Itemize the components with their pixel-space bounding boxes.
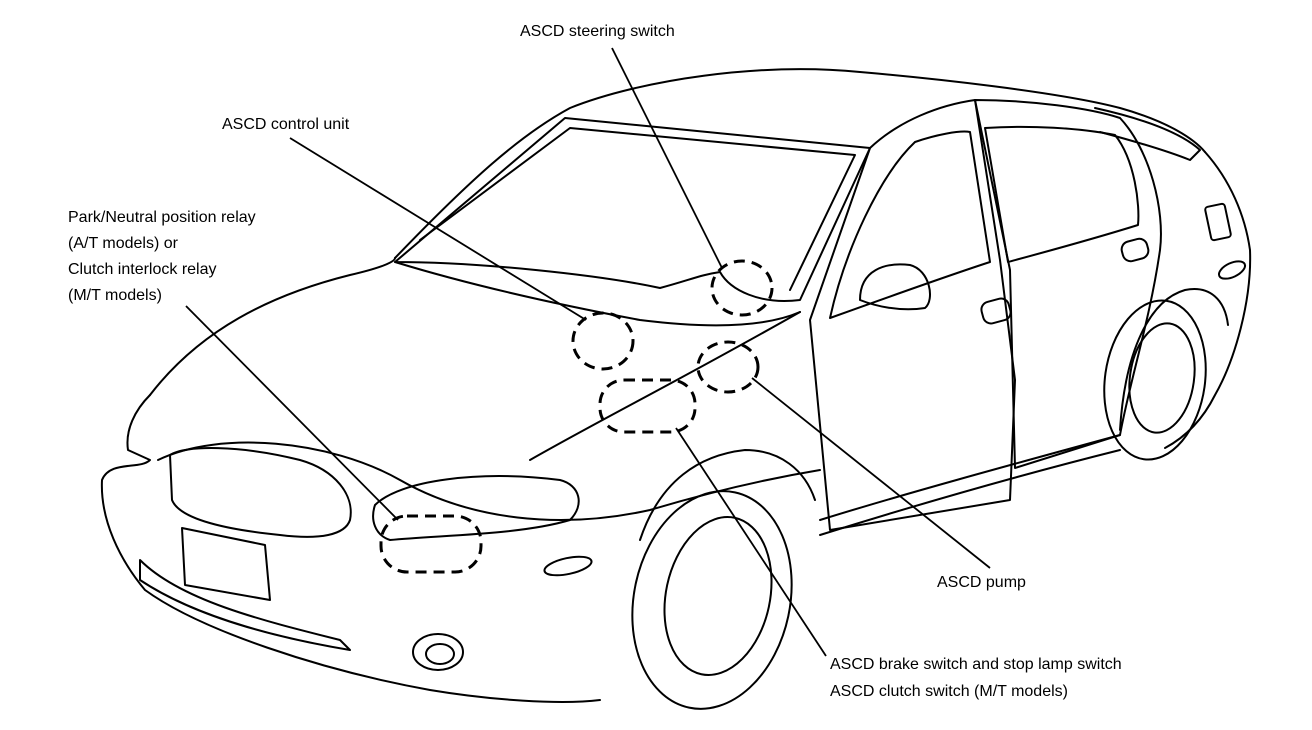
front-window — [829, 130, 991, 319]
steering-switch-leader — [611, 47, 723, 269]
license-plate — [181, 527, 271, 601]
pump-marker — [696, 340, 760, 394]
fuel-flap — [1204, 202, 1232, 242]
relay-leader — [185, 305, 399, 521]
label-relay-line-1: Park/Neutral position relay — [68, 209, 256, 226]
windshield-inner — [419, 127, 856, 291]
rear-rim — [1128, 322, 1196, 434]
front-wheel-arch — [639, 449, 816, 541]
front-door — [809, 99, 1016, 531]
control-unit-marker — [571, 311, 635, 371]
car-illustration — [100, 68, 1252, 710]
brake-switch-marker — [598, 378, 697, 434]
fog-lamp-inner — [425, 643, 455, 665]
rear-door — [974, 99, 1162, 469]
label-pump: ASCD pump — [937, 574, 1026, 591]
component-labels: ASCD steering switch ASCD control unit P… — [68, 23, 1122, 700]
front-door-handle — [980, 297, 1012, 325]
fog-lamp — [412, 633, 464, 671]
fender-crease — [529, 311, 801, 461]
rear-wheel-arch — [1119, 288, 1229, 431]
steering-switch-marker — [710, 259, 774, 317]
rear-door-handle — [1120, 237, 1150, 263]
rear-window — [984, 125, 1140, 263]
rear-body — [1164, 151, 1252, 449]
leader-lines — [185, 47, 991, 657]
rear-tire — [1103, 299, 1207, 461]
label-control-unit: ASCD control unit — [222, 116, 350, 133]
rear-spoiler — [1094, 107, 1201, 161]
headlamp — [372, 475, 580, 541]
front-rim — [663, 516, 773, 676]
front-side-marker — [543, 555, 593, 577]
label-brake-switch-line-2: ASCD clutch switch (M/T models) — [830, 683, 1068, 700]
bumper-lower-edge — [139, 559, 351, 651]
grille — [169, 447, 352, 538]
label-relay-line-3: Clutch interlock relay — [68, 261, 217, 278]
control-unit-leader — [289, 137, 587, 321]
front-tire — [631, 490, 793, 710]
front-fender — [100, 394, 601, 703]
label-brake-switch-line-1: ASCD brake switch and stop lamp switch — [830, 656, 1122, 673]
side-mirror — [859, 263, 931, 311]
brake-switch-leader — [675, 427, 827, 657]
car-roof-outline — [394, 68, 1206, 259]
relay-marker — [379, 514, 483, 574]
component-markers — [379, 259, 774, 574]
hood-outline — [149, 257, 396, 396]
label-relay-line-2: (A/T models) or — [68, 235, 179, 252]
label-relay-line-4: (M/T models) — [68, 287, 162, 304]
side-sill — [819, 434, 1121, 536]
side-marker-rear — [1217, 260, 1247, 280]
hood-cowl — [394, 261, 801, 327]
label-steering-switch: ASCD steering switch — [520, 23, 675, 40]
pump-leader — [751, 377, 991, 569]
